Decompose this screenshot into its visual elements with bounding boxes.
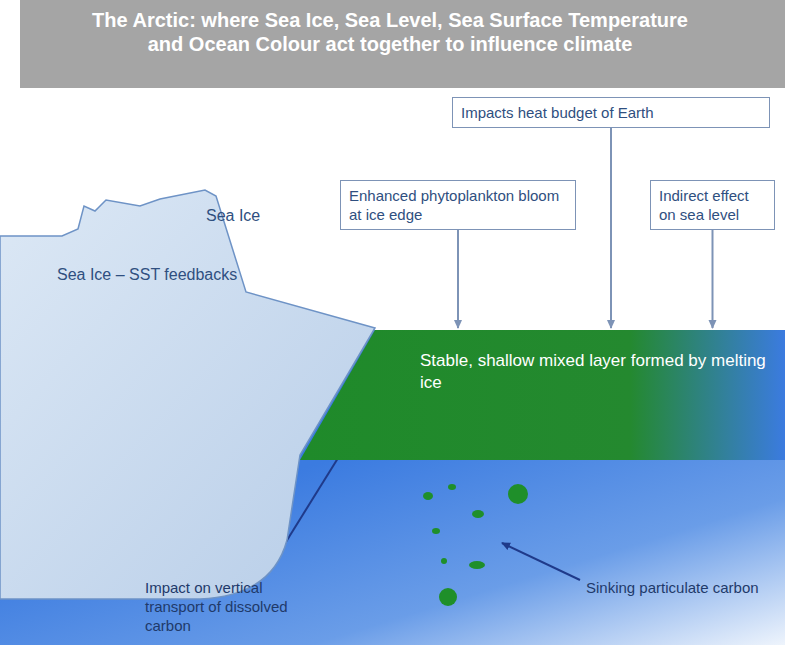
mixed-layer-band: Stable, shallow mixed layer formed by me…: [300, 330, 785, 460]
callout-box: Impacts heat budget of Earth: [452, 97, 770, 128]
box-text: Impacts heat budget of Earth: [461, 103, 761, 122]
region-text: Stable, shallow mixed layer formed by me…: [420, 350, 770, 394]
region-text: Sea Ice – SST feedbacks: [57, 265, 277, 285]
mixed-layer-shape: [300, 330, 785, 460]
diagram-title: The Arctic: where Sea Ice, Sea Level, Se…: [80, 8, 700, 56]
pointer-arrow: [610, 128, 612, 328]
callout-box: Indirect effect on sea level: [650, 180, 775, 230]
box-text: Indirect effect on sea level: [659, 186, 766, 224]
box-text: Enhanced phytoplankton bloom at ice edge: [349, 186, 567, 224]
sea-ice-shape: Sea Ice – SST feedbacks: [0, 185, 380, 605]
callout-box: Enhanced phytoplankton bloom at ice edge: [340, 180, 576, 230]
carbon-particles: [423, 484, 528, 606]
region-label: Sinking particulate carbon: [586, 578, 778, 597]
pointer-arrow: [712, 230, 714, 328]
region-label: Sea Ice: [206, 206, 266, 225]
pointer-arrow: [457, 230, 459, 328]
sea-ice-outline: [0, 185, 380, 605]
leader-line: [502, 543, 580, 580]
region-label: Impact on vertical transport of dissolve…: [145, 578, 325, 635]
